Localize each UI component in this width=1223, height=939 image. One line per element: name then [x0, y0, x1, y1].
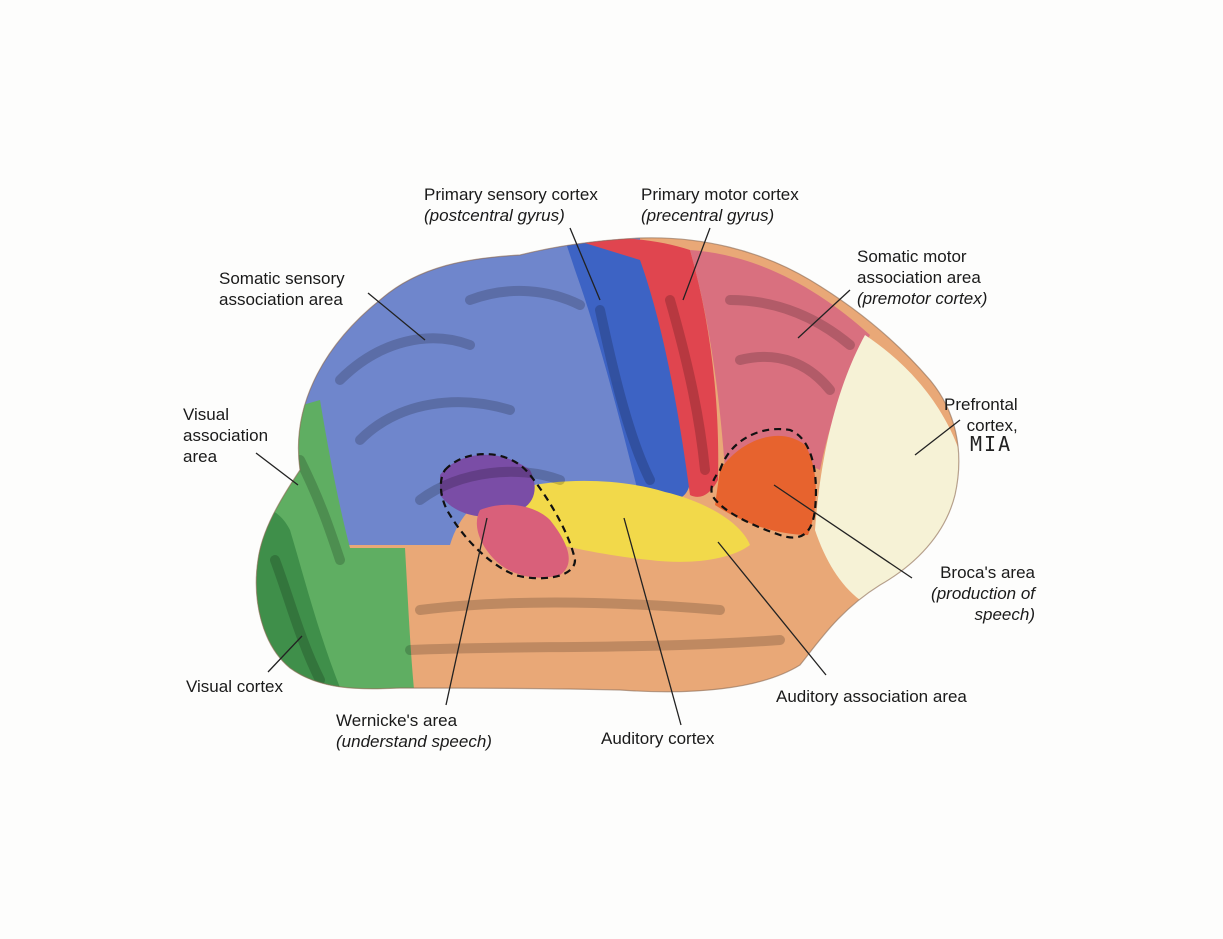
leader-visual-cortex: [267, 635, 303, 673]
label-auditory-cortex: Auditory cortex: [601, 728, 714, 749]
label-auditory-cortex-title: Auditory cortex: [601, 729, 715, 748]
broca-dashed-outline: [710, 427, 818, 539]
label-prefrontal-handwritten: MIA: [970, 432, 1013, 456]
leader-visual-assoc: [255, 452, 299, 486]
wernicke-dashed-outline: [439, 453, 577, 580]
label-wernicke-title: Wernicke's area: [336, 711, 458, 730]
gyri-shading: [270, 286, 855, 685]
region-auditory-cortex: [520, 480, 750, 562]
label-auditory-assoc: Auditory association area: [776, 686, 967, 707]
region-primary-motor-cortex: [575, 238, 719, 497]
label-broca-sub1: (production of: [931, 584, 1035, 603]
label-primary-motor-title: Primary motor cortex: [641, 185, 799, 204]
label-primary-sensory-title: Primary sensory cortex: [424, 185, 598, 204]
label-broca: Broca's area (production of speech): [915, 562, 1035, 625]
label-prefrontal-line2: cortex,: [966, 416, 1018, 435]
label-visual-assoc-line3: area: [183, 447, 218, 466]
region-primary-sensory-cortex: [565, 237, 691, 500]
label-broca-title: Broca's area: [940, 563, 1035, 582]
brain-outline: [255, 237, 960, 693]
label-visual-cortex-title: Visual cortex: [186, 677, 284, 696]
region-wernicke-purple: [440, 454, 535, 517]
region-broca-fill: [715, 435, 816, 535]
label-prefrontal: Prefrontal cortex,: [944, 394, 1018, 436]
label-primary-motor: Primary motor cortex (precentral gyrus): [641, 184, 799, 226]
label-somatic-motor-sub: (premotor cortex): [857, 289, 988, 308]
label-visual-assoc-line1: Visual: [183, 405, 229, 424]
label-primary-motor-sub: (precentral gyrus): [641, 206, 775, 225]
label-primary-sensory-sub: (postcentral gyrus): [424, 206, 565, 225]
leader-somatic-motor: [797, 289, 851, 339]
region-premotor-cortex: [690, 250, 870, 470]
label-somatic-motor-line1: Somatic motor: [857, 247, 967, 266]
label-somatic-motor-line2: association area: [857, 268, 981, 287]
label-wernicke-sub: (understand speech): [336, 732, 492, 751]
leader-prefrontal: [914, 419, 961, 456]
label-auditory-assoc-title: Auditory association area: [776, 687, 967, 706]
label-wernicke: Wernicke's area (understand speech): [336, 710, 492, 752]
label-somatic-sensory-assoc: Somatic sensory association area: [219, 268, 345, 310]
leader-auditory-assoc: [717, 541, 827, 676]
leader-primary-motor: [682, 227, 711, 301]
leader-wernicke: [445, 517, 488, 706]
label-somatic-motor-assoc: Somatic motor association area (premotor…: [857, 246, 987, 309]
leader-somatic-sensory: [367, 292, 426, 341]
label-prefrontal-line1: Prefrontal: [944, 395, 1018, 414]
label-visual-cortex: Visual cortex: [186, 676, 283, 697]
leader-auditory-cortex: [623, 517, 682, 726]
region-prefrontal-cortex: [815, 335, 959, 600]
label-visual-assoc: Visual association area: [183, 404, 268, 467]
label-visual-assoc-line2: association: [183, 426, 269, 445]
region-somatic-sensory-association: [300, 237, 640, 545]
label-broca-sub2: speech): [974, 605, 1035, 624]
label-primary-sensory: Primary sensory cortex (postcentral gyru…: [424, 184, 598, 226]
leader-lines: [255, 227, 961, 726]
leader-primary-sensory: [569, 227, 601, 301]
region-wernicke-pink: [476, 504, 569, 578]
label-somatic-sensory-line2: association area: [219, 290, 343, 309]
label-somatic-sensory-line1: Somatic sensory: [219, 269, 345, 288]
leader-broca: [773, 484, 913, 579]
